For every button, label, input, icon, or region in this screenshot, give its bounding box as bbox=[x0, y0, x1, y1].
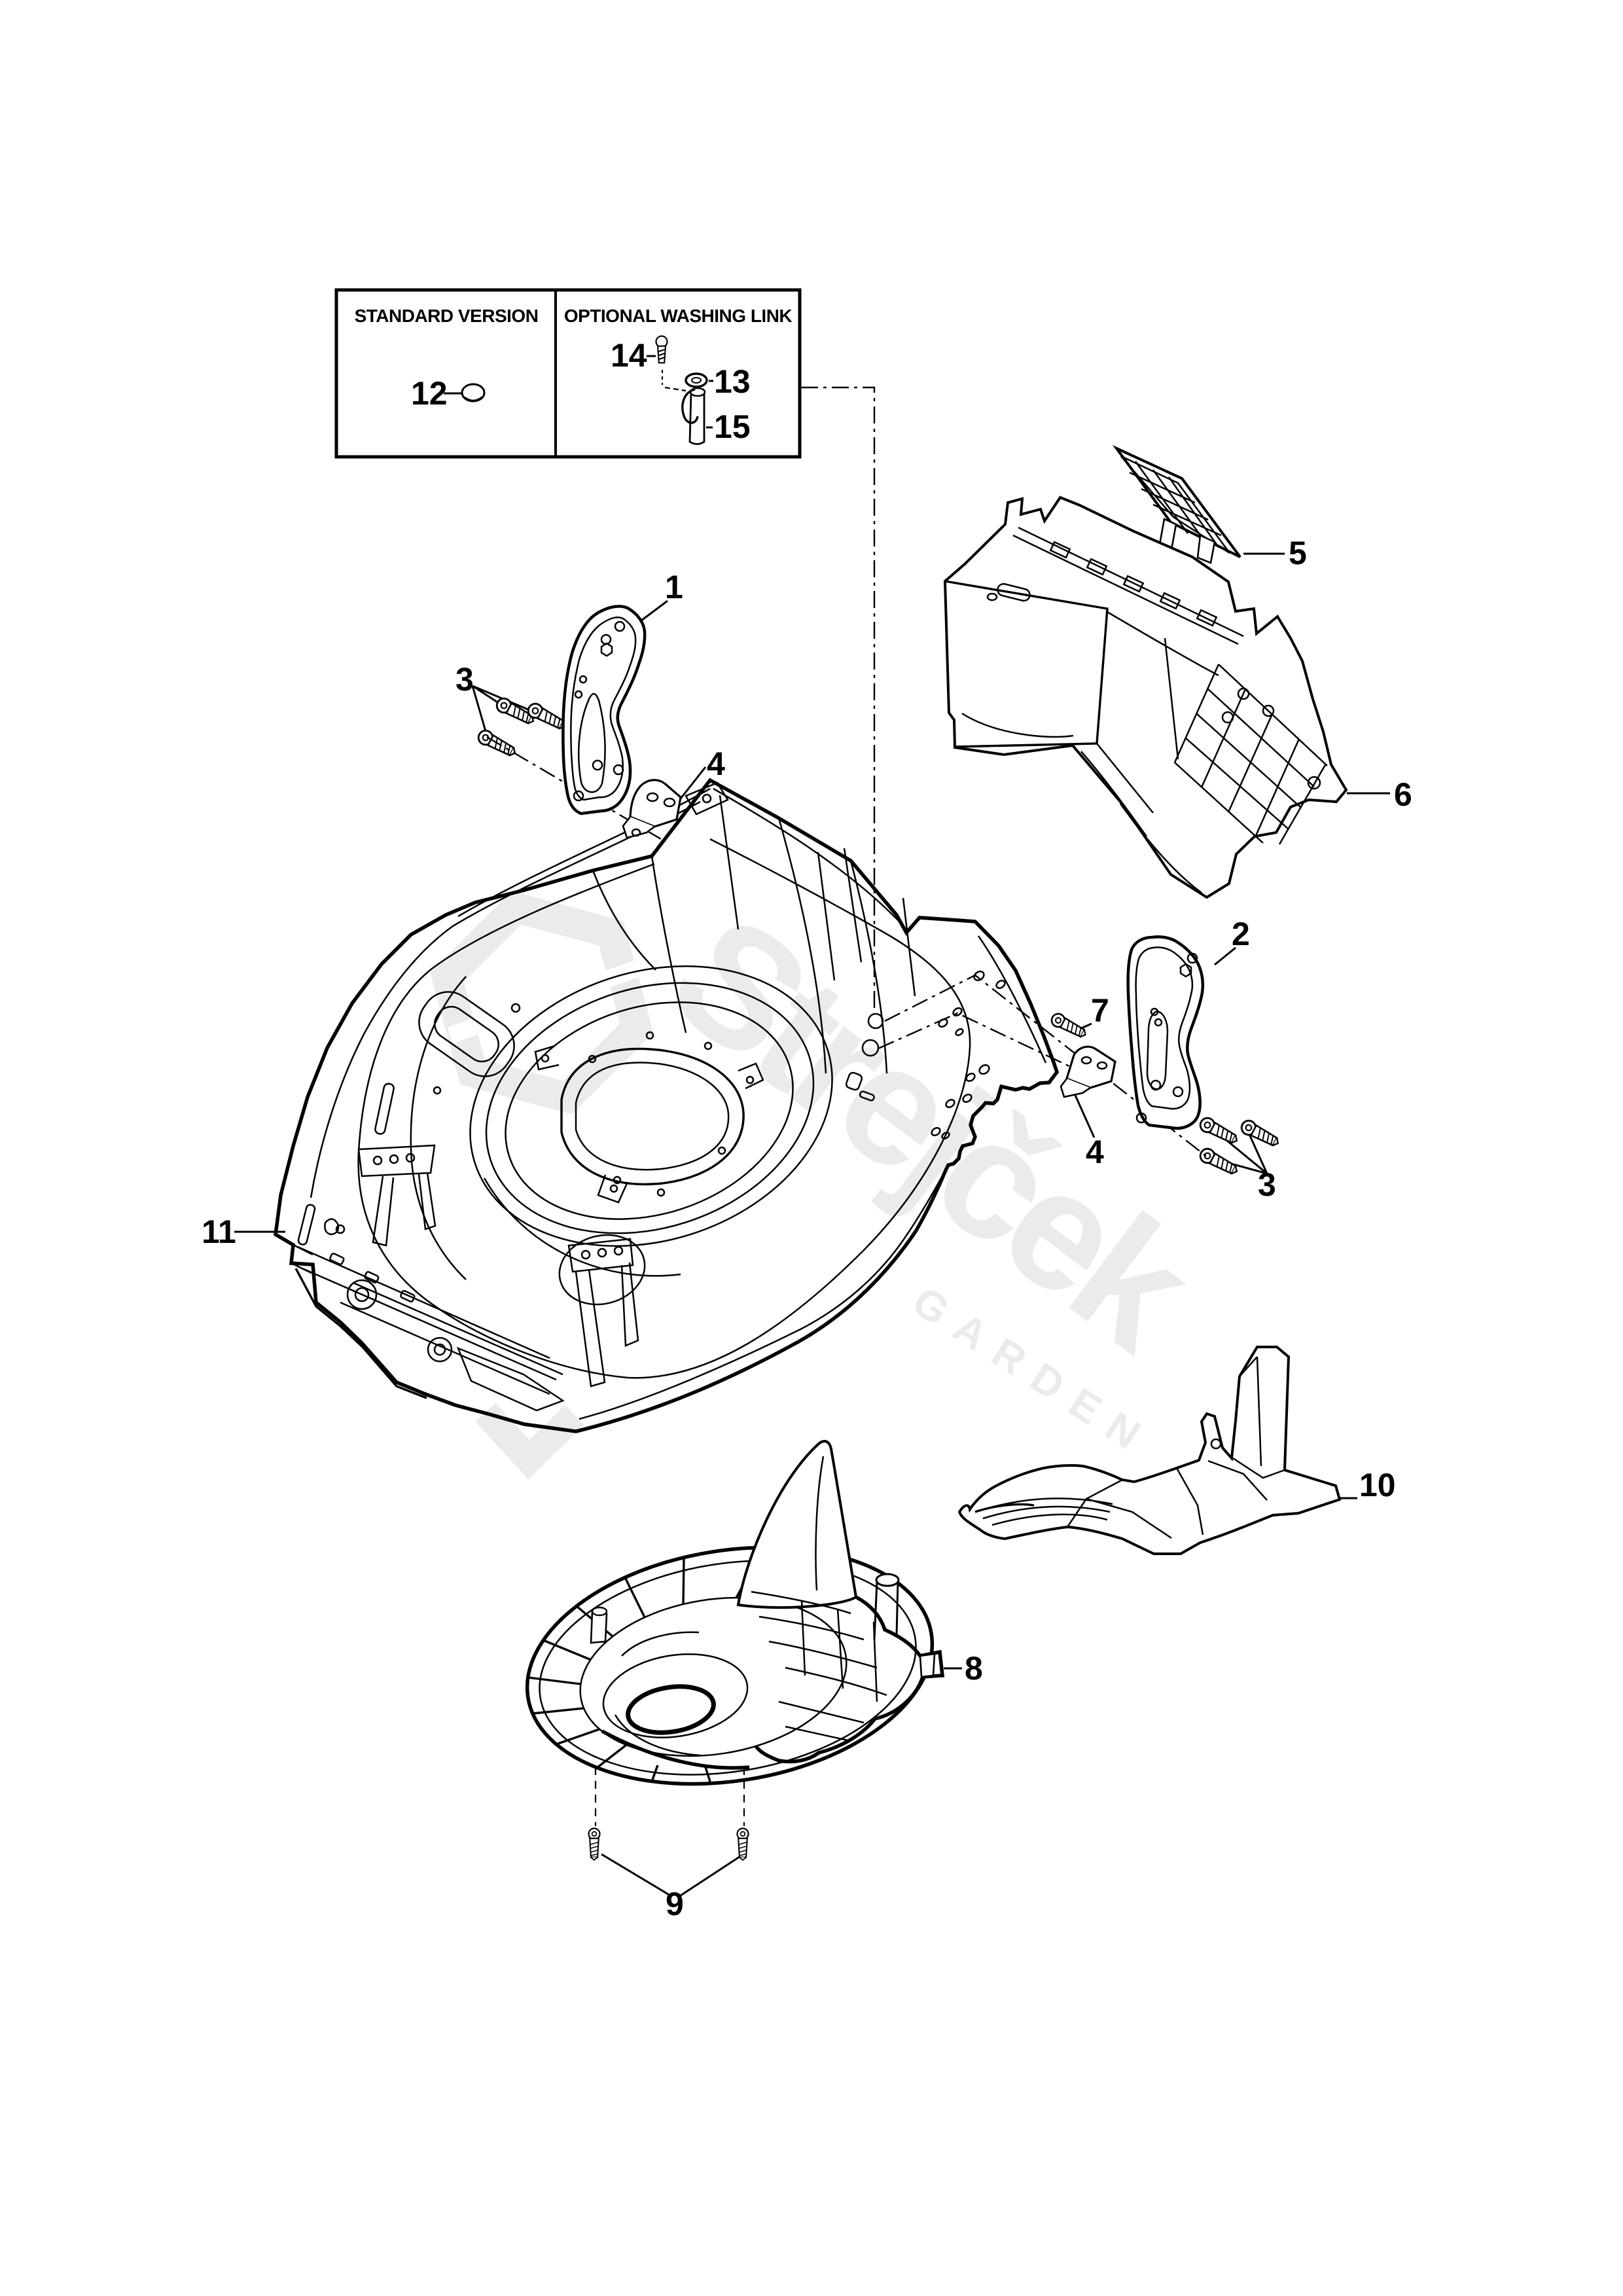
svg-text:15: 15 bbox=[714, 408, 751, 445]
svg-text:5: 5 bbox=[1289, 535, 1307, 571]
svg-text:STANDARD VERSION: STANDARD VERSION bbox=[355, 306, 539, 326]
svg-text:1: 1 bbox=[665, 569, 683, 605]
svg-text:4: 4 bbox=[707, 745, 725, 782]
svg-text:4: 4 bbox=[1086, 1134, 1104, 1170]
svg-text:7: 7 bbox=[1091, 992, 1109, 1029]
svg-text:3: 3 bbox=[455, 661, 474, 698]
svg-text:10: 10 bbox=[1359, 1467, 1396, 1503]
svg-text:14: 14 bbox=[611, 337, 647, 374]
svg-text:12: 12 bbox=[411, 375, 448, 412]
svg-text:6: 6 bbox=[1394, 776, 1412, 813]
svg-text:OPTIONAL WASHING LINK: OPTIONAL WASHING LINK bbox=[564, 306, 793, 326]
svg-text:8: 8 bbox=[965, 1650, 983, 1687]
svg-text:2: 2 bbox=[1232, 916, 1250, 952]
svg-text:13: 13 bbox=[714, 363, 751, 400]
svg-text:11: 11 bbox=[202, 1213, 236, 1250]
svg-text:9: 9 bbox=[666, 1886, 684, 1922]
